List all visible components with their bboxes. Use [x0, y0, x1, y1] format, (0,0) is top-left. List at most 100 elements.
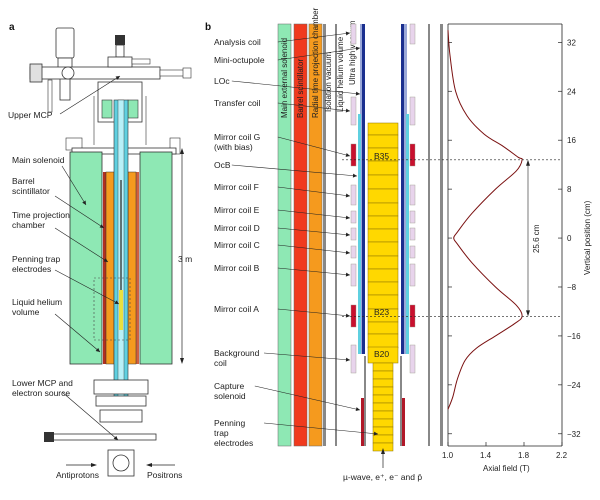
electrode-small — [372, 410, 394, 420]
coil-left — [350, 23, 357, 45]
electrode — [367, 321, 399, 335]
capture-solenoid-left — [361, 398, 364, 446]
coil-left — [350, 143, 357, 167]
leader-line — [277, 136, 351, 157]
layer-label: Ultra high vacuum — [348, 20, 357, 85]
electrode — [367, 202, 399, 217]
coil-right — [409, 245, 416, 259]
y-tick-label: 16 — [567, 136, 576, 145]
layer-label: Main external solenoid — [280, 38, 289, 118]
coil-left — [350, 210, 357, 224]
label-mirror-coil-g: Mirror coil G — [214, 132, 260, 142]
label-background-coil: Background — [214, 348, 260, 358]
label-penning-trap-electrodes: Penning trap — [12, 254, 60, 264]
layer-label: Liquid helium volume — [336, 36, 345, 112]
label-lower-mcp: Lower MCP and — [12, 378, 73, 388]
leader-line — [254, 385, 361, 411]
leader-line — [277, 209, 351, 219]
leader-line — [263, 422, 379, 435]
electrode-label-b23: B23 — [374, 307, 389, 317]
panel-b-letter: b — [205, 22, 211, 33]
y-tick-label: 32 — [567, 38, 576, 47]
electrode — [367, 268, 399, 283]
coil-right — [409, 184, 416, 206]
coil-left — [350, 227, 357, 241]
electrode-label-b20: B20 — [374, 349, 389, 359]
coil-right — [409, 304, 416, 328]
scale-label: 3 m — [178, 254, 192, 264]
electrode — [367, 160, 399, 176]
label-transfer-coil: Transfer coil — [214, 98, 261, 108]
label-mirror-coil-f: Mirror coil F — [214, 182, 259, 192]
label-mirror-coil-g: (with bias) — [214, 142, 253, 152]
leader-line — [54, 313, 101, 353]
antiprotons-label: Antiprotons — [56, 470, 99, 480]
x-tick-label: 1.0 — [442, 451, 454, 460]
y-tick-label: 8 — [567, 185, 572, 194]
y-axis-label: Vertical position (cm) — [583, 200, 592, 275]
electrode-small — [372, 394, 394, 404]
electrode — [367, 255, 399, 270]
electrode-small — [372, 434, 394, 444]
uhv-walls — [358, 24, 409, 446]
leader-line — [277, 244, 351, 254]
leader-line — [277, 102, 351, 112]
coil-left — [350, 344, 357, 374]
label-penning-trap-electrodes-b: electrodes — [214, 438, 253, 448]
coil-left — [350, 245, 357, 259]
label-analysis-coil: Analysis coil — [214, 37, 261, 47]
electrode-small — [372, 362, 394, 372]
electrode-label-b35: B35 — [374, 151, 389, 161]
isolation-vacuum-wall — [323, 24, 326, 446]
label-mirror-coil-a: Mirror coil A — [214, 304, 259, 314]
label-capture-solenoid: solenoid — [214, 391, 246, 401]
coil-right — [409, 210, 416, 224]
coil-right — [409, 143, 416, 167]
liquid-helium-wall — [335, 24, 337, 446]
electrode-small — [372, 418, 394, 428]
electrode — [367, 333, 399, 349]
y-tick-label: −8 — [567, 283, 577, 292]
y-tick-label: 0 — [567, 234, 572, 243]
tpc-column — [308, 23, 323, 447]
coil-right — [409, 96, 416, 126]
tpc-right — [127, 171, 137, 365]
leader-line — [231, 80, 361, 95]
x-tick-label: 1.8 — [518, 451, 530, 460]
coil-left — [350, 184, 357, 206]
top-pump — [55, 27, 75, 59]
leader-line — [277, 32, 351, 43]
label-mirror-coil-c: Mirror coil C — [214, 240, 260, 250]
panel-a-letter: a — [9, 22, 15, 33]
x-tick-label: 1.4 — [480, 451, 492, 460]
tpc-left — [105, 171, 115, 365]
label-main-solenoid: Main solenoid — [12, 155, 65, 165]
axial-field-curve — [447, 30, 523, 410]
leader-line — [54, 195, 105, 229]
label-ocb: OcB — [214, 160, 231, 170]
leader-line — [61, 391, 119, 441]
positrons-label: Positrons — [147, 470, 182, 480]
main-external-solenoid-column — [277, 23, 292, 447]
label-penning-trap-electrodes-b: Penning — [214, 418, 245, 428]
electrode — [367, 134, 399, 149]
y-tick-label: −16 — [567, 332, 581, 341]
label-penning-trap-electrodes: electrodes — [12, 264, 51, 274]
electrode-small — [372, 378, 394, 388]
label-lower-mcp: electron source — [12, 388, 70, 398]
y-tick-label: −32 — [567, 430, 581, 439]
label-mirror-coil-b: Mirror coil B — [214, 263, 260, 273]
capture-solenoid-right — [402, 398, 405, 446]
leader-line — [54, 227, 109, 263]
leader-line — [263, 352, 351, 361]
electrode — [367, 174, 399, 190]
label-barrel-scintillator: scintillator — [12, 186, 50, 196]
electrode-small — [372, 370, 394, 380]
leader-line — [277, 47, 361, 61]
coil-right — [409, 344, 416, 374]
electrode — [367, 228, 399, 243]
leader-line — [277, 227, 351, 236]
penning-trap-electrode-stack — [367, 122, 399, 452]
